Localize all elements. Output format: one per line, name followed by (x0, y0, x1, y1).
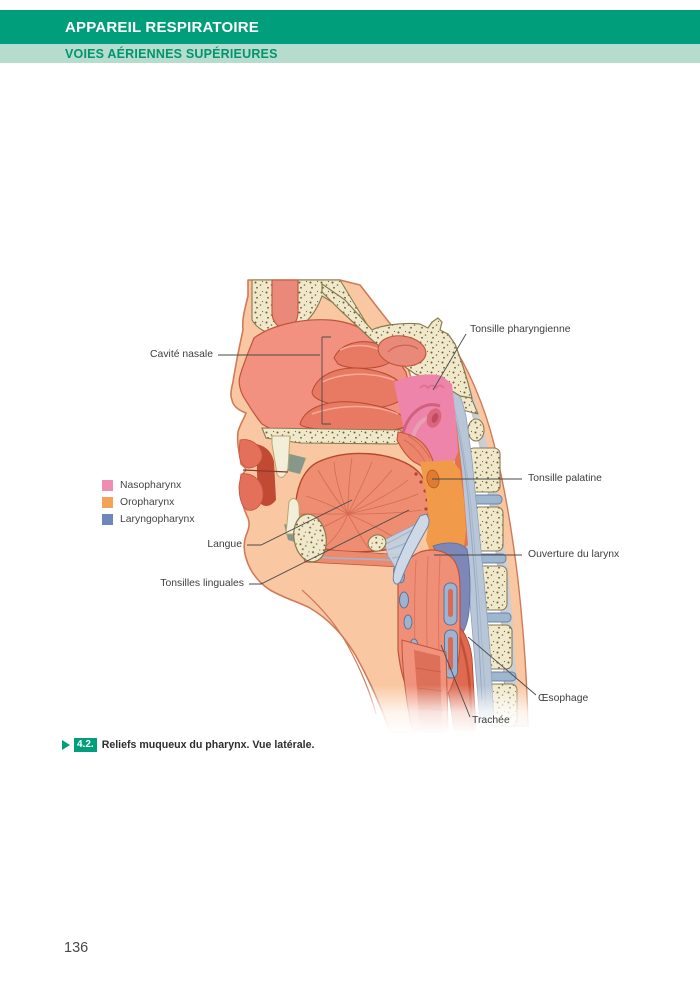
label-oesophage: Œsophage (538, 693, 589, 704)
legend-item-laryngopharynx: Laryngopharynx (102, 511, 195, 528)
chapter-title: APPAREIL RESPIRATOIRE (65, 18, 259, 36)
label-ouverture-larynx: Ouverture du larynx (528, 549, 620, 560)
skull-base-bone (321, 283, 473, 399)
caption-text: Reliefs muqueux du pharynx. Vue latérale… (101, 738, 315, 751)
label-cavite-nasale: Cavité nasale (150, 349, 213, 360)
legend-item-oropharynx: Oropharynx (102, 494, 195, 511)
legend-swatch-oropharynx (102, 497, 113, 508)
leader-lines (218, 333, 537, 718)
legend-item-nasopharynx: Nasopharynx (102, 477, 195, 494)
label-tonsille-pharyngienne: Tonsille pharyngienne (470, 324, 571, 335)
section-title: VOIES AÉRIENNES SUPÉRIEURES (65, 46, 278, 61)
palate (261, 427, 435, 479)
label-trachee: Trachée (472, 715, 510, 726)
legend-swatch-nasopharynx (102, 480, 113, 491)
hyoid-epiglottis (367, 513, 430, 585)
oropharynx-region (420, 460, 466, 552)
legend-label: Nasopharynx (120, 480, 182, 491)
caption-arrow-icon (62, 739, 70, 750)
chapter-bar: APPAREIL RESPIRATOIRE (0, 10, 700, 44)
page-number: 136 (64, 940, 89, 956)
legend-label: Laryngopharynx (120, 514, 195, 525)
legend-swatch-laryngopharynx (102, 514, 113, 525)
frontal-bone (251, 279, 369, 335)
pharynx-legend: Nasopharynx Oropharynx Laryngopharynx (102, 477, 195, 528)
figure-caption: 4.2. Reliefs muqueux du pharynx. Vue lat… (62, 738, 314, 752)
caption-number-badge: 4.2. (74, 738, 97, 752)
label-tonsilles-linguales: Tonsilles linguales (160, 578, 244, 589)
label-langue: Langue (207, 539, 242, 550)
figure-fade (330, 685, 555, 745)
section-bar: VOIES AÉRIENNES SUPÉRIEURES (0, 44, 700, 63)
mouth-and-tongue (238, 435, 430, 569)
label-tonsille-palatine: Tonsille palatine (528, 473, 602, 484)
nasal-cavity-shape (238, 319, 415, 435)
mandible-bone (293, 513, 327, 563)
legend-label: Oropharynx (120, 497, 175, 508)
